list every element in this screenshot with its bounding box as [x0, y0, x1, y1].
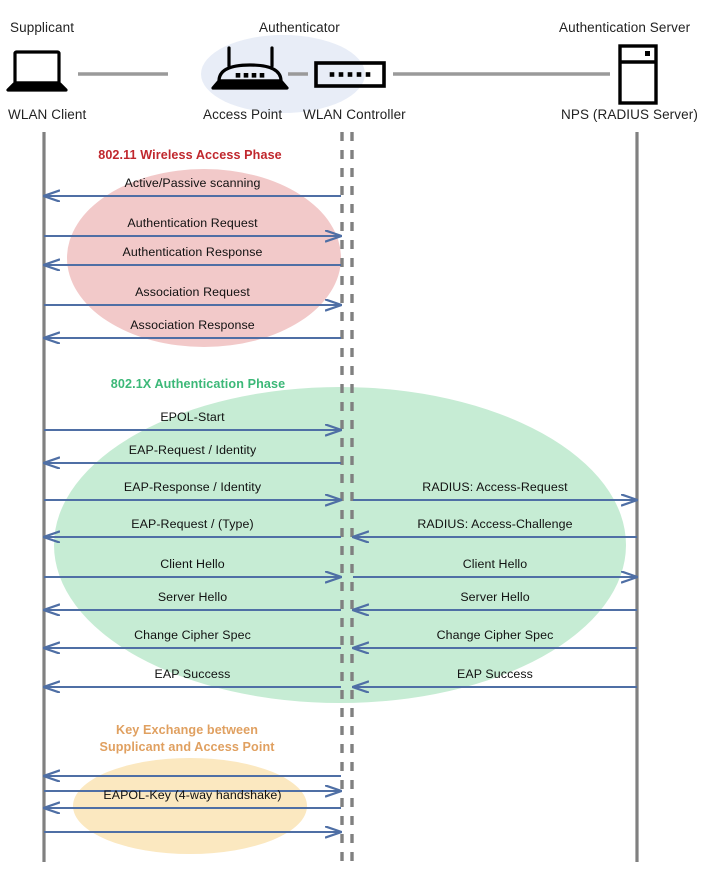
- message-label-text: EPOL-Start: [160, 410, 225, 424]
- message-label-text: Client Hello: [160, 557, 225, 571]
- message-label-text: Authentication Response: [122, 245, 263, 259]
- region-phase-key-exchange: [73, 758, 307, 854]
- phase-regions: [54, 169, 626, 854]
- node-label-wlan-controller: WLAN Controller: [303, 107, 406, 122]
- message-label-text: EAP-Response / Identity: [123, 480, 262, 494]
- message-label-text: Client Hello: [462, 557, 528, 571]
- node-label-access-point: Access Point: [203, 107, 283, 122]
- node-label-wlan-client: WLAN Client: [8, 107, 87, 122]
- message-label-text: Server Hello: [460, 590, 530, 604]
- message-label-text: RADIUS: Access-Request: [422, 480, 568, 494]
- message-label-text: RADIUS: Access-Challenge: [417, 517, 573, 531]
- message-label-text: Change Cipher Spec: [134, 628, 251, 642]
- message-arrows: [44, 196, 637, 832]
- role-label-authenticator: Authenticator: [259, 20, 340, 35]
- message-label-text: EAP-Request / Identity: [128, 443, 257, 457]
- region-phase-802-11-wireless-access: [67, 169, 341, 347]
- region-phase-802-1x-authentication: [54, 387, 626, 703]
- server-icon: [618, 44, 658, 105]
- message-label-text: Association Request: [135, 285, 250, 299]
- access-point-icon: [211, 46, 289, 90]
- message-label-text: EAP-Request / (Type): [131, 517, 254, 531]
- message-label-text: Association Response: [130, 318, 255, 332]
- laptop-icon: [6, 50, 68, 92]
- authenticator-region: [201, 35, 365, 113]
- message-label-text: Active/Passive scanning: [124, 176, 261, 190]
- wlan-controller-icon: [314, 61, 386, 88]
- message-label-text: Change Cipher Spec: [436, 628, 554, 642]
- message-label-text: EAP Success: [154, 667, 231, 681]
- title-phase-802-1x-authentication: 802.1X Authentication Phase: [110, 377, 286, 391]
- title-phase-802-11-wireless-access: 802.11 Wireless Access Phase: [98, 148, 282, 162]
- message-label-text: EAP Success: [457, 667, 533, 681]
- message-label-text: Authentication Request: [127, 216, 258, 230]
- title-line-1: Key Exchange between: [116, 723, 258, 737]
- node-label-nps-radius-server: NPS (RADIUS Server): [561, 107, 698, 122]
- role-label-supplicant: Supplicant: [10, 20, 75, 35]
- role-label-authentication-server: Authentication Server: [559, 20, 691, 35]
- title-line-2: Supplicant and Access Point: [99, 740, 275, 754]
- message-label-text: Server Hello: [157, 590, 228, 604]
- message-label-text: EAPOL-Key (4-way handshake): [103, 788, 282, 802]
